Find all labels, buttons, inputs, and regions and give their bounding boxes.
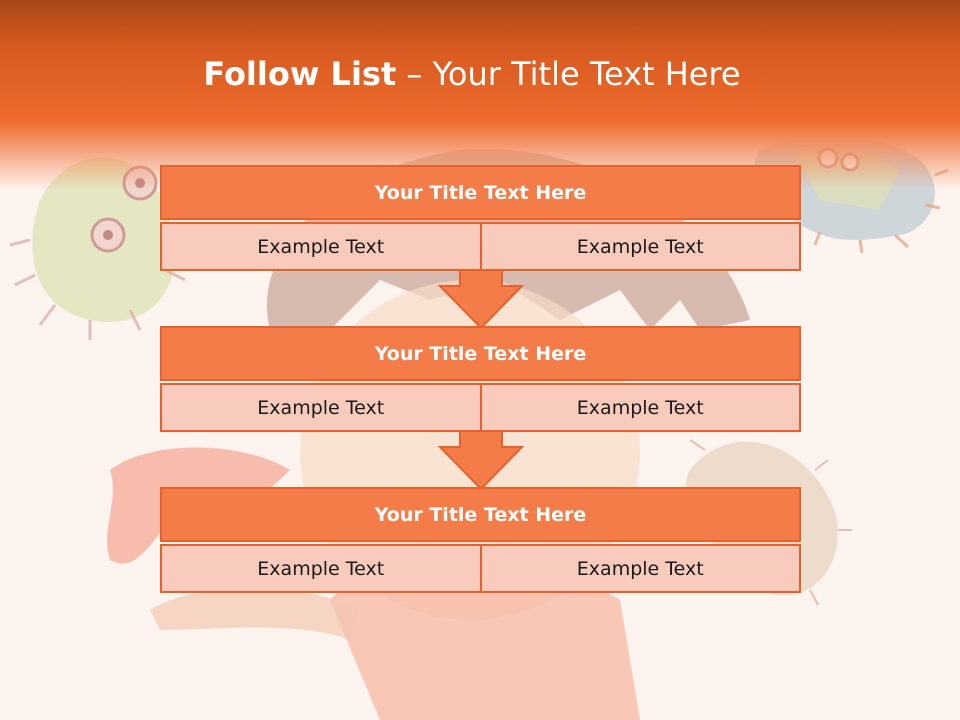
block-cell-right: Example Text <box>481 544 801 593</box>
down-arrow-icon <box>438 270 524 330</box>
block-row: Example Text Example Text <box>160 383 801 432</box>
down-arrow-icon <box>438 431 524 491</box>
tan-germ-spikes <box>689 417 852 606</box>
block-title: Your Title Text Here <box>160 326 801 381</box>
block-cell-right: Example Text <box>481 222 801 271</box>
green-germ-spikes <box>9 238 186 340</box>
shirt-shape <box>330 570 640 720</box>
block-cell-left: Example Text <box>160 222 482 271</box>
block-title: Your Title Text Here <box>160 165 801 220</box>
slide-title: Follow List – Your Title Text Here <box>0 55 944 93</box>
title-separator: – <box>396 55 433 93</box>
list-block-1: Your Title Text Here Example Text Exampl… <box>160 165 801 271</box>
block-cell-left: Example Text <box>160 383 482 432</box>
header-band <box>0 0 960 190</box>
title-bold: Follow List <box>203 55 397 93</box>
block-title: Your Title Text Here <box>160 487 801 542</box>
block-row: Example Text Example Text <box>160 222 801 271</box>
block-cell-right: Example Text <box>481 383 801 432</box>
list-block-2: Your Title Text Here Example Text Exampl… <box>160 326 801 432</box>
arm-shape <box>150 587 360 640</box>
blue-germ-spikes <box>813 168 949 254</box>
title-rest: Your Title Text Here <box>432 55 741 93</box>
block-cell-left: Example Text <box>160 544 482 593</box>
block-row: Example Text Example Text <box>160 544 801 593</box>
list-block-3: Your Title Text Here Example Text Exampl… <box>160 487 801 593</box>
